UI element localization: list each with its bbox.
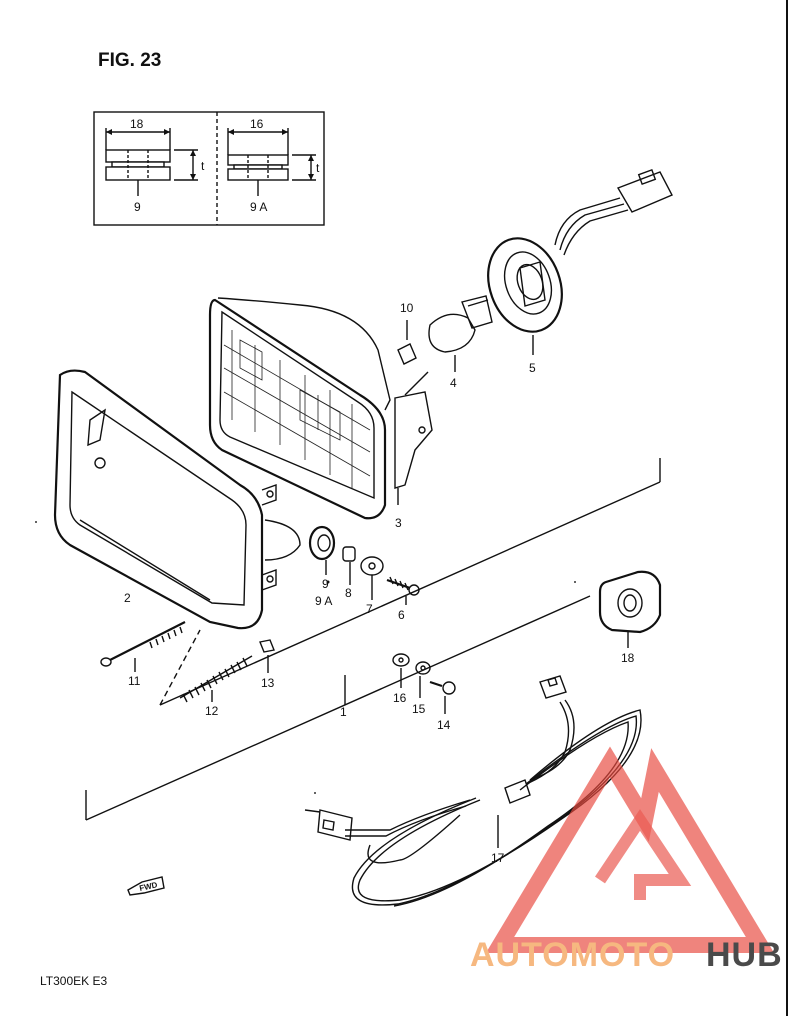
thickness-label-left: t [201,159,205,173]
callout-14: 14 [437,718,451,732]
callout-8: 8 [345,586,352,600]
fwd-label: FWD [139,880,159,893]
callout-11: 11 [128,674,141,688]
callout-16: 16 [393,691,407,705]
callout-18: 18 [621,651,635,665]
bolt-part-11 [100,621,186,672]
callout-9a: 9 A [315,594,332,608]
model-code: LT300EK E3 [40,974,107,988]
callout-1: 1 [340,705,347,719]
dimension-16-label: 16 [250,117,264,131]
figure-title: FIG. 23 [98,50,161,71]
callout-3: 3 [395,516,402,530]
part-9-inset-label: 9 [134,200,141,214]
bulb-part-4 [428,295,493,372]
callout-7: 7 [366,602,373,616]
callout-12: 12 [205,704,219,718]
hardware-group-14-16 [392,653,456,714]
dimension-18-label: 18 [130,117,144,131]
callout-2: 2 [124,591,131,605]
spring-part-12 [179,655,253,703]
assembly-outline [85,458,661,821]
lamp-unit-part-3 [208,297,433,520]
callout-13: 13 [261,676,275,690]
inset-box: 18 t 9 16 t 9 A [93,111,325,226]
callout-5: 5 [529,361,536,375]
fwd-direction-arrow: FWD [127,876,165,896]
nut-part-13 [259,639,275,673]
grommet-9a-section [227,128,316,196]
headlight-rim-part-2 [53,369,301,630]
callout-6: 6 [398,608,405,622]
watermark-hub: HUB [706,936,783,974]
grommet-part-18 [598,570,662,648]
automotohub-logo [485,746,775,953]
socket-part-5 [487,169,673,355]
grommet-9-section [105,128,198,196]
callout-10: 10 [400,301,414,315]
callout-4: 4 [450,376,457,390]
part-9a-inset-label: 9 A [250,200,267,214]
watermark-automoto: AUTOMOTO [470,936,675,974]
clip-part-10 [397,320,417,365]
hardware-group-6-9 [308,525,420,605]
callout-15: 15 [412,702,426,716]
thickness-label-right: t [316,161,320,175]
callout-17: 17 [491,851,505,865]
callout-9: 9 [322,577,329,591]
